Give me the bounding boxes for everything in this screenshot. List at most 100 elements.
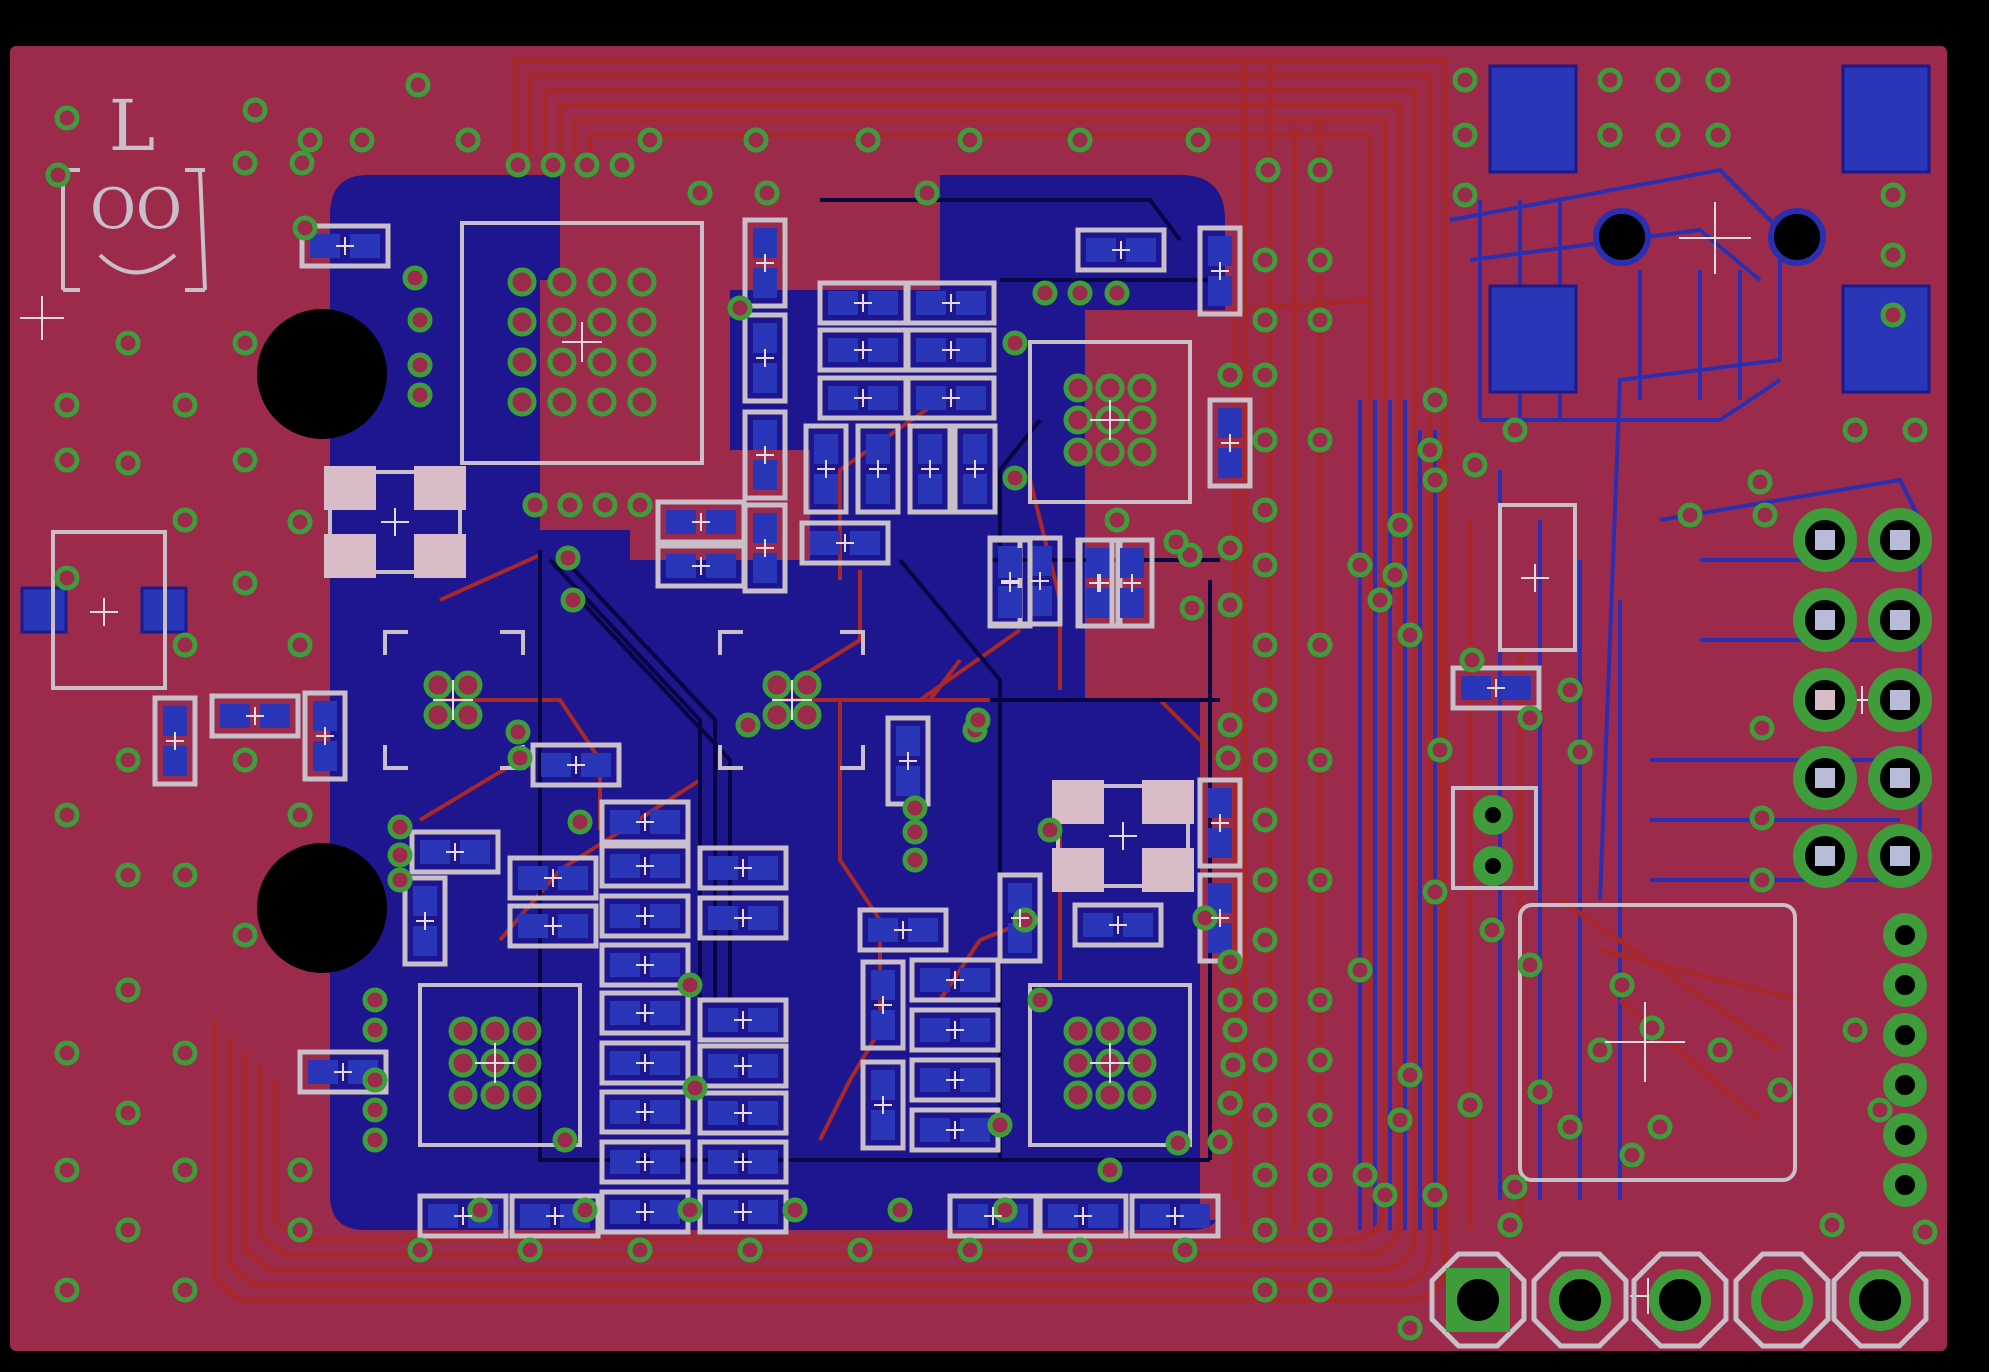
via-icon xyxy=(480,1016,510,1046)
smd-pad xyxy=(918,434,942,464)
smd-pad xyxy=(871,970,895,1000)
via-icon xyxy=(505,152,531,178)
smd-component xyxy=(599,1089,691,1135)
via-icon xyxy=(423,670,453,700)
crosshair-line xyxy=(734,859,752,877)
via-icon xyxy=(1067,1237,1093,1263)
smd-pad-layer xyxy=(152,217,1542,1239)
crosshair-line xyxy=(1112,241,1130,259)
smd-silk-outline xyxy=(857,907,949,953)
via-icon xyxy=(1307,1162,1333,1188)
header-pin-icon xyxy=(1883,1063,1927,1107)
pin-ring xyxy=(1649,1269,1711,1331)
crosshair-icon xyxy=(636,907,654,925)
crosshair-icon xyxy=(854,294,872,312)
smd-pad xyxy=(1048,1204,1078,1228)
smd-pad xyxy=(518,914,548,938)
via-icon xyxy=(627,387,657,417)
crosshair-icon xyxy=(636,1103,654,1121)
via-icon xyxy=(1252,867,1278,893)
via-icon xyxy=(115,1217,141,1243)
smd-pad xyxy=(753,323,777,353)
via-icon xyxy=(743,127,769,153)
smd-component xyxy=(599,1139,691,1185)
via-icon xyxy=(448,1048,478,1078)
via-icon xyxy=(1749,715,1775,741)
smd-pad xyxy=(920,968,950,992)
smd-component xyxy=(947,1193,1039,1239)
via-icon xyxy=(115,862,141,888)
via-icon xyxy=(1372,1182,1398,1208)
smd-silk-outline xyxy=(905,375,997,421)
crosshair-line xyxy=(854,341,872,359)
crosshair-icon xyxy=(562,322,602,362)
crosshair-line xyxy=(756,539,774,557)
crosshair-icon xyxy=(772,680,812,720)
via-icon xyxy=(1517,705,1543,731)
via-icon xyxy=(242,97,268,123)
via-icon xyxy=(965,707,991,733)
via-icon xyxy=(1252,1047,1278,1073)
pin-silk-outline xyxy=(1429,1251,1527,1349)
smd-pad xyxy=(868,291,898,315)
via-icon xyxy=(902,795,928,821)
smd-pad xyxy=(1208,236,1232,266)
crosshair-icon xyxy=(636,1203,654,1221)
smd-pad xyxy=(958,1204,988,1228)
crosshair-icon xyxy=(946,1021,964,1039)
crosshair-line xyxy=(1091,574,1109,592)
header-pin-icon xyxy=(1868,508,1932,572)
smd-pad xyxy=(748,1150,778,1174)
mounting-hole-icon xyxy=(1768,208,1826,266)
via-icon xyxy=(1127,405,1157,435)
pin-ring xyxy=(1473,795,1513,835)
smd-silk-outline xyxy=(697,845,789,891)
smd-pad xyxy=(1123,913,1153,937)
smd-pad xyxy=(1140,1204,1170,1228)
smd-component xyxy=(817,327,909,373)
smd-pad xyxy=(1088,588,1112,618)
pin-center xyxy=(1469,1291,1487,1309)
via-icon xyxy=(1217,1090,1243,1116)
via-icon xyxy=(1252,747,1278,773)
via-icon xyxy=(1252,552,1278,578)
smd-silk-outline xyxy=(987,537,1033,629)
smd-silk-outline xyxy=(299,223,391,269)
via-icon xyxy=(54,1157,80,1183)
via-icon xyxy=(1752,502,1778,528)
quad-pad xyxy=(324,466,376,510)
via-icon xyxy=(737,1237,763,1263)
smd-component xyxy=(885,715,931,807)
via-icon xyxy=(1012,907,1038,933)
via-icon xyxy=(627,347,657,377)
smd-component xyxy=(655,499,747,545)
via-icon xyxy=(547,267,577,297)
via-icon xyxy=(1367,587,1393,613)
smd-silk-outline xyxy=(905,327,997,373)
via-icon xyxy=(507,267,537,297)
via-icon xyxy=(627,1237,653,1263)
bottom-connector-pin xyxy=(1531,1251,1629,1349)
crosshair-line xyxy=(1109,916,1127,934)
via-icon xyxy=(1880,302,1906,328)
crosshair-icon xyxy=(1109,822,1137,850)
smd-silk-outline xyxy=(599,799,691,845)
crosshair-line xyxy=(475,1043,515,1083)
crosshair-line xyxy=(1090,1043,1130,1083)
crosshair-line xyxy=(316,727,334,745)
via-icon xyxy=(1307,157,1333,183)
via-icon xyxy=(1095,437,1125,467)
crosshair-icon xyxy=(854,389,872,407)
via-icon xyxy=(1397,1062,1423,1088)
via-icon xyxy=(1452,182,1478,208)
smd-component xyxy=(909,957,1001,1003)
crosshair-icon xyxy=(544,869,562,887)
via-icon xyxy=(1427,737,1453,763)
smd-silk-outline xyxy=(599,1139,691,1185)
crosshair-icon xyxy=(1166,1207,1184,1225)
crosshair-line xyxy=(734,1104,752,1122)
crosshair-line xyxy=(544,917,562,935)
via-icon xyxy=(1172,1237,1198,1263)
via-icon xyxy=(677,972,703,998)
